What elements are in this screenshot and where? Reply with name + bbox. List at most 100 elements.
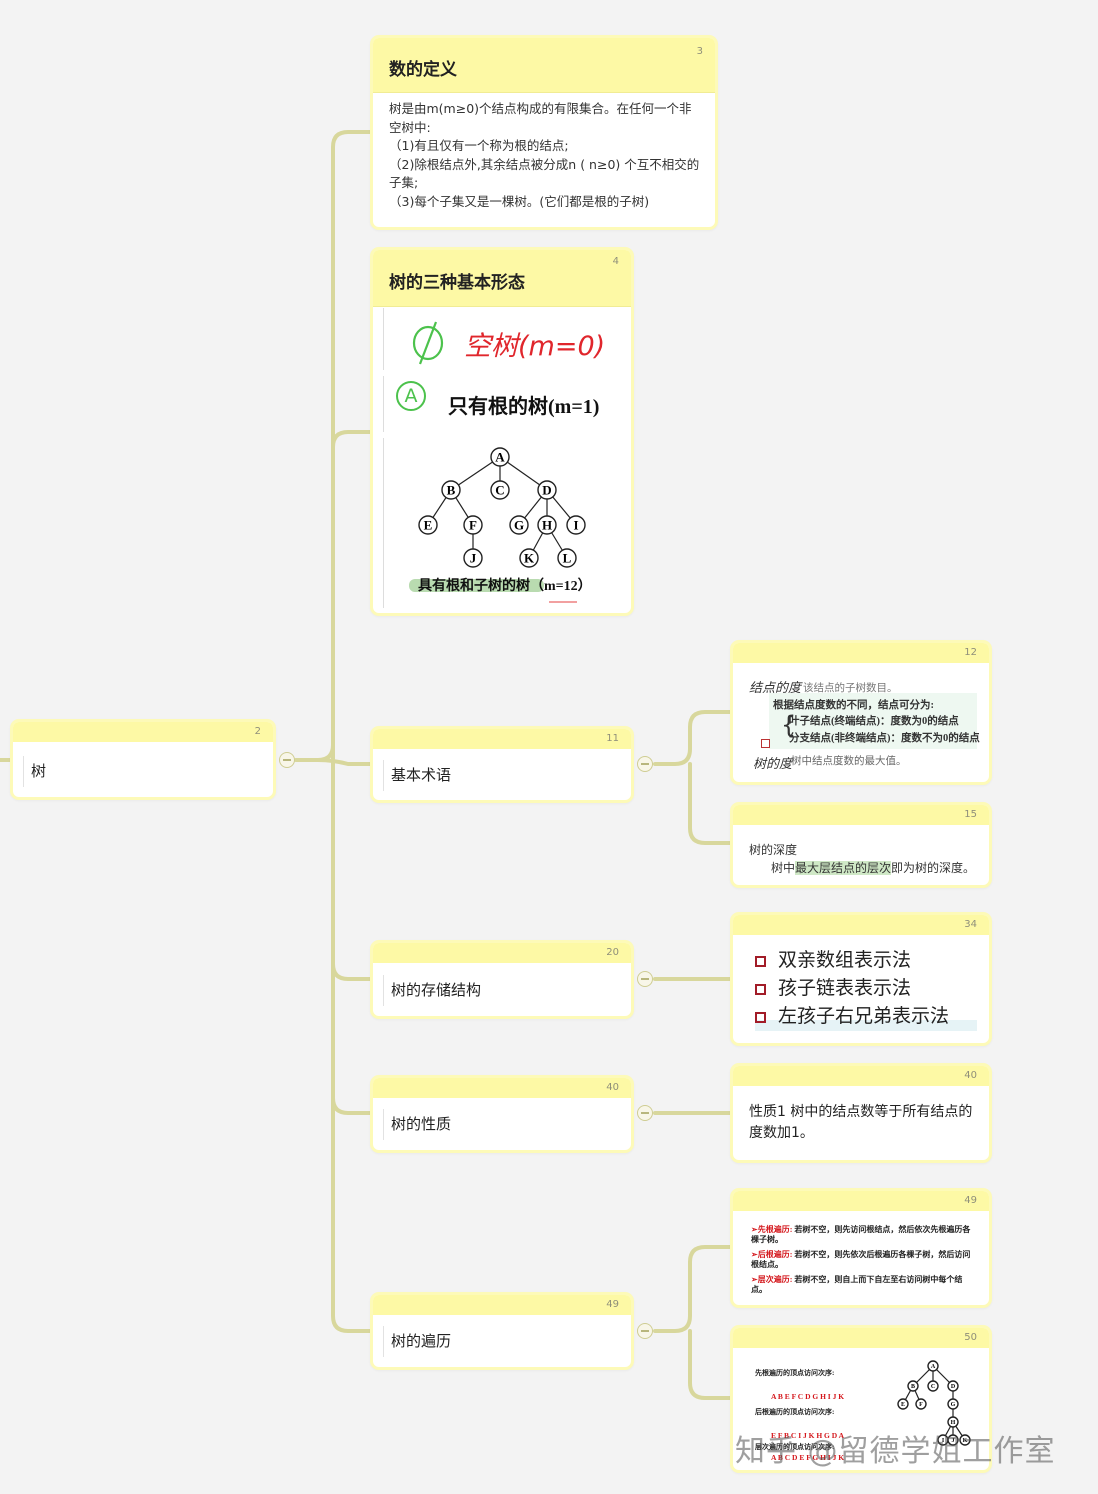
tree-node: G [509,515,529,535]
rule-name: ➢先根遍历: [751,1225,793,1234]
circled-a-letter: A [404,385,418,407]
rule-desc: 若树不空，则先依次后根遍历各棵子树，然后访问根结点。 [751,1250,971,1269]
note-band [733,805,989,825]
degree-line-4: 分支结点(非终端结点)：度数不为0的结点 [789,733,980,744]
root-only-row: A 只有根的树(m=1) [383,376,629,432]
node-label: 树的存储结构 [382,975,482,1006]
node-label: 基本术语 [382,760,452,791]
tree-node-label: H [542,518,552,533]
storage-methods-note[interactable]: 34 双亲数组表示法 孩子链表表示法 左孩子右兄弟表示法 [730,912,992,1046]
tree-node-label: F [919,1402,923,1408]
note-number: 50 [964,1332,977,1343]
checkbox-icon [755,956,766,967]
degree-note[interactable]: 12 结点的度 该结点的子树数目。 根据结点度数的不同，结点可分为: { 叶子结… [730,640,992,785]
rules-list: ➢先根遍历: 若树不空，则先访问根结点，然后依次先根遍历各棵子树。 ➢后根遍历:… [751,1225,977,1295]
root-node[interactable]: 2 树 [10,719,276,800]
tree-node-label: H [951,1420,956,1426]
caption-text: 具有根和子树的树 [418,579,530,594]
note-number: 4 [612,256,619,267]
rule-desc: 若树不空，则自上而下自左至右访问树中每个结点。 [751,1275,963,1294]
empty-tree-row: 空树(m=0) [383,308,629,370]
node-band [373,1295,631,1315]
node-properties[interactable]: 40 树的性质 [370,1075,634,1153]
note-band [733,1328,989,1348]
tree-node-label: K [963,1438,968,1444]
note-number: 3 [696,46,703,57]
tree-node: C [490,480,510,500]
method-text: 孩子链表表示法 [778,978,912,999]
depth-note[interactable]: 15 树的深度 树中最大层结点的层次即为树的深度。 [730,802,992,888]
tree-node-label: B [447,483,456,498]
node-number: 11 [606,733,619,744]
note-body: 树是由m(m≥0)个结点构成的有限集合。在任何一个非空树中: （1)有且仅有一个… [389,101,700,209]
tree-node: I [566,515,586,535]
rule-name: ➢后根遍历: [751,1250,793,1259]
tree-node-label: G [514,518,524,533]
collapse-toggle-root[interactable] [279,752,295,768]
rule-desc: 若树不空，则先访问根结点，然后依次先根遍历各棵子树。 [751,1225,971,1244]
tree-node-label: K [524,551,535,566]
collapse-toggle-storage[interactable] [637,971,653,987]
method-item: 双亲数组表示法 [755,947,977,975]
checkbox-icon [755,984,766,995]
tree-node: E [418,515,438,535]
node-basic-terms[interactable]: 11 基本术语 [370,726,634,803]
property-note[interactable]: 40 性质1 树中的结点数等于所有结点的度数加1。 [730,1063,992,1163]
note-number: 40 [964,1070,977,1081]
pre-sequence: A B E F C D G H I J K [771,1392,845,1401]
traversal-rules-note[interactable]: 49 ➢先根遍历: 若树不空，则先访问根结点，然后依次先根遍历各棵子树。 ➢后根… [730,1188,992,1308]
node-label: 树的遍历 [382,1326,452,1357]
empty-set-icon [412,321,444,365]
degree-line-1: 该结点的子树数目。 [803,683,898,694]
tree-node: G [947,1398,959,1410]
node-band [373,729,631,749]
collapse-toggle-terms[interactable] [637,756,653,772]
empty-tree-mark: 空树(m=0) [464,331,606,362]
tree-node: F [463,515,483,535]
tree-edge [450,456,501,491]
red-underline [549,601,577,603]
node-storage[interactable]: 20 树的存储结构 [370,940,634,1019]
node-number: 20 [606,947,619,958]
tree-node: K [959,1434,971,1446]
rule-name: ➢层次遍历: [751,1275,793,1284]
tree-node: J [947,1434,959,1446]
method-item: 左孩子右兄弟表示法 [755,1003,977,1031]
tree-node-label: F [469,518,477,533]
degree-highlight-box [769,693,977,749]
tree-node-label: D [951,1384,956,1390]
tree-degree-handwriting: 树的度 [753,757,793,772]
tree-node-label: L [563,551,572,566]
traversal-example-note[interactable]: 50 先根遍历的顶点访问次序: A B E F C D G H I J K 后根… [730,1325,992,1473]
tree-node-label: E [901,1402,905,1408]
note-number: 34 [964,919,977,930]
note-band [733,915,989,935]
tree-node-label: I [573,518,578,533]
collapse-toggle-properties[interactable] [637,1105,653,1121]
tree-node: L [557,548,577,568]
rule-item: ➢层次遍历: 若树不空，则自上而下自左至右访问树中每个结点。 [751,1275,977,1295]
level-label: 层次遍历的顶点访问次序: [755,1443,835,1451]
rule-item: ➢后根遍历: 若树不空，则先依次后根遍历各棵子树，然后访问根结点。 [751,1250,977,1270]
brace: { [781,711,797,739]
depth-post: 即为树的深度。 [891,861,976,875]
depth-line: 树中最大层结点的层次即为树的深度。 [771,859,975,876]
depth-highlight: 最大层结点的层次 [795,861,892,875]
sequence-block: 先根遍历的顶点访问次序: A B E F C D G H I J K 后根遍历的… [755,1368,905,1462]
method-text: 双亲数组表示法 [778,950,912,971]
note-header [373,38,715,93]
collapse-toggle-traversal[interactable] [637,1323,653,1339]
node-traversal[interactable]: 49 树的遍历 [370,1292,634,1370]
note-number: 49 [964,1195,977,1206]
note-number: 15 [964,809,977,820]
tree-node-label: C [495,483,504,498]
caption-count: （m=12） [530,579,592,594]
watermark: 知乎 @留德学姐工作室 [735,1434,1056,1469]
node-number: 2 [254,726,261,737]
definition-note[interactable]: 3 数的定义 树是由m(m≥0)个结点构成的有限集合。在任何一个非空树中: （1… [370,35,718,230]
tree-node-label: A [495,450,505,465]
